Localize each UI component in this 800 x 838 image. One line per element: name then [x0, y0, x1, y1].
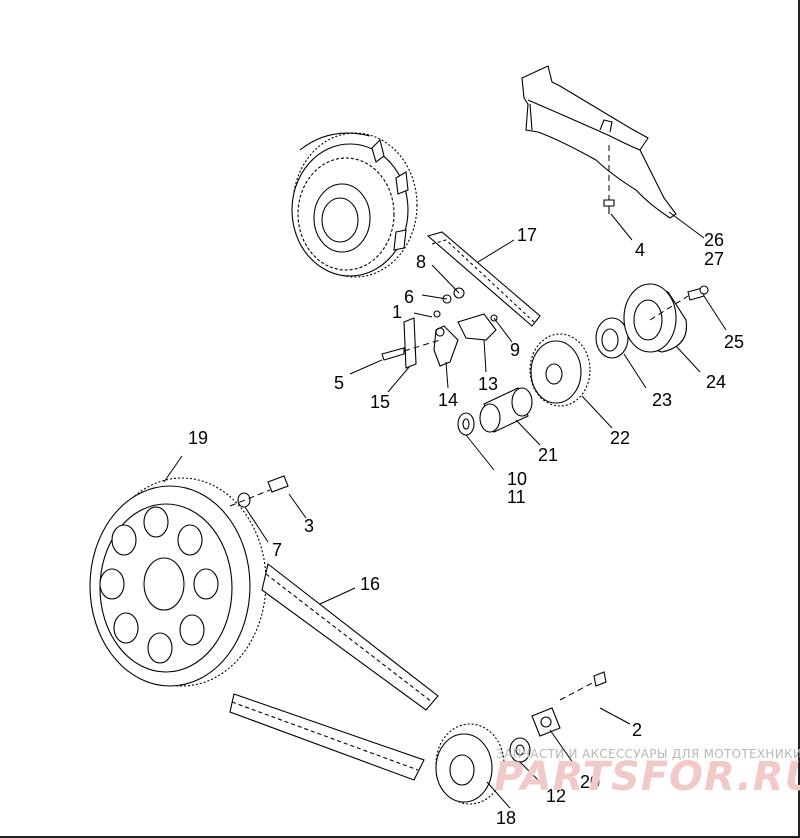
watermark-logo: PARTSFOR.RU [494, 754, 800, 800]
callout-22: 22 [610, 428, 630, 448]
leader-lines [163, 211, 727, 809]
callout-23: 23 [652, 390, 672, 410]
callout-5: 5 [334, 373, 344, 393]
callout-8: 8 [416, 252, 426, 272]
callout-9: 9 [510, 340, 520, 360]
callout-18: 18 [496, 808, 516, 828]
part-engine-sprocket [529, 333, 591, 407]
part-tensioner-hardware [381, 287, 498, 369]
part-sprocket-spacer [479, 387, 533, 433]
callout-17: 17 [517, 225, 537, 245]
callout-14: 14 [438, 390, 458, 410]
callout-6: 6 [404, 287, 414, 307]
part-chain-guard [521, 65, 677, 219]
callout-13: 13 [478, 374, 498, 394]
part-pulley-bolt [229, 475, 289, 508]
part-transmission-sprocket [435, 723, 505, 805]
callout-labels: 2 3 4 5 6 7 8 9 10 11 12 13 14 15 16 17 … [188, 225, 744, 828]
callout-2: 2 [632, 720, 642, 740]
callout-1: 1 [392, 302, 402, 322]
callout-12: 12 [546, 786, 566, 806]
callout-3: 3 [304, 516, 314, 536]
part-washer-10 [457, 412, 475, 436]
callout-27: 27 [704, 249, 724, 269]
watermark-tagline: ЗАПЧАСТИ И АКСЕССУАРЫ ДЛЯ МОТОТЕХНИКИ [496, 747, 800, 761]
callout-4: 4 [635, 240, 645, 260]
part-guard-screw [603, 145, 615, 214]
part-bearing-23 [595, 317, 629, 359]
part-screw-2 [559, 671, 607, 701]
part-rear-pulley [89, 477, 267, 687]
callout-7: 7 [272, 540, 282, 560]
part-drive-belt [229, 563, 439, 781]
part-primary-chain [426, 231, 541, 327]
callout-24: 24 [706, 372, 726, 392]
callout-15: 15 [370, 392, 390, 412]
callout-20: 20 [580, 772, 600, 792]
callout-10: 10 [507, 469, 527, 489]
callout-16: 16 [360, 574, 380, 594]
callout-21: 21 [538, 445, 558, 465]
part-clutch-assembly [291, 132, 418, 278]
callout-25: 25 [724, 332, 744, 352]
watermark: ЗАПЧАСТИ И АКСЕССУАРЫ ДЛЯ МОТОТЕХНИКИ PA… [494, 747, 800, 800]
callout-26: 26 [704, 230, 724, 250]
part-plate-20 [531, 707, 561, 737]
callout-19: 19 [188, 428, 208, 448]
callout-11: 11 [507, 487, 526, 507]
part-housing-24 [623, 283, 688, 353]
